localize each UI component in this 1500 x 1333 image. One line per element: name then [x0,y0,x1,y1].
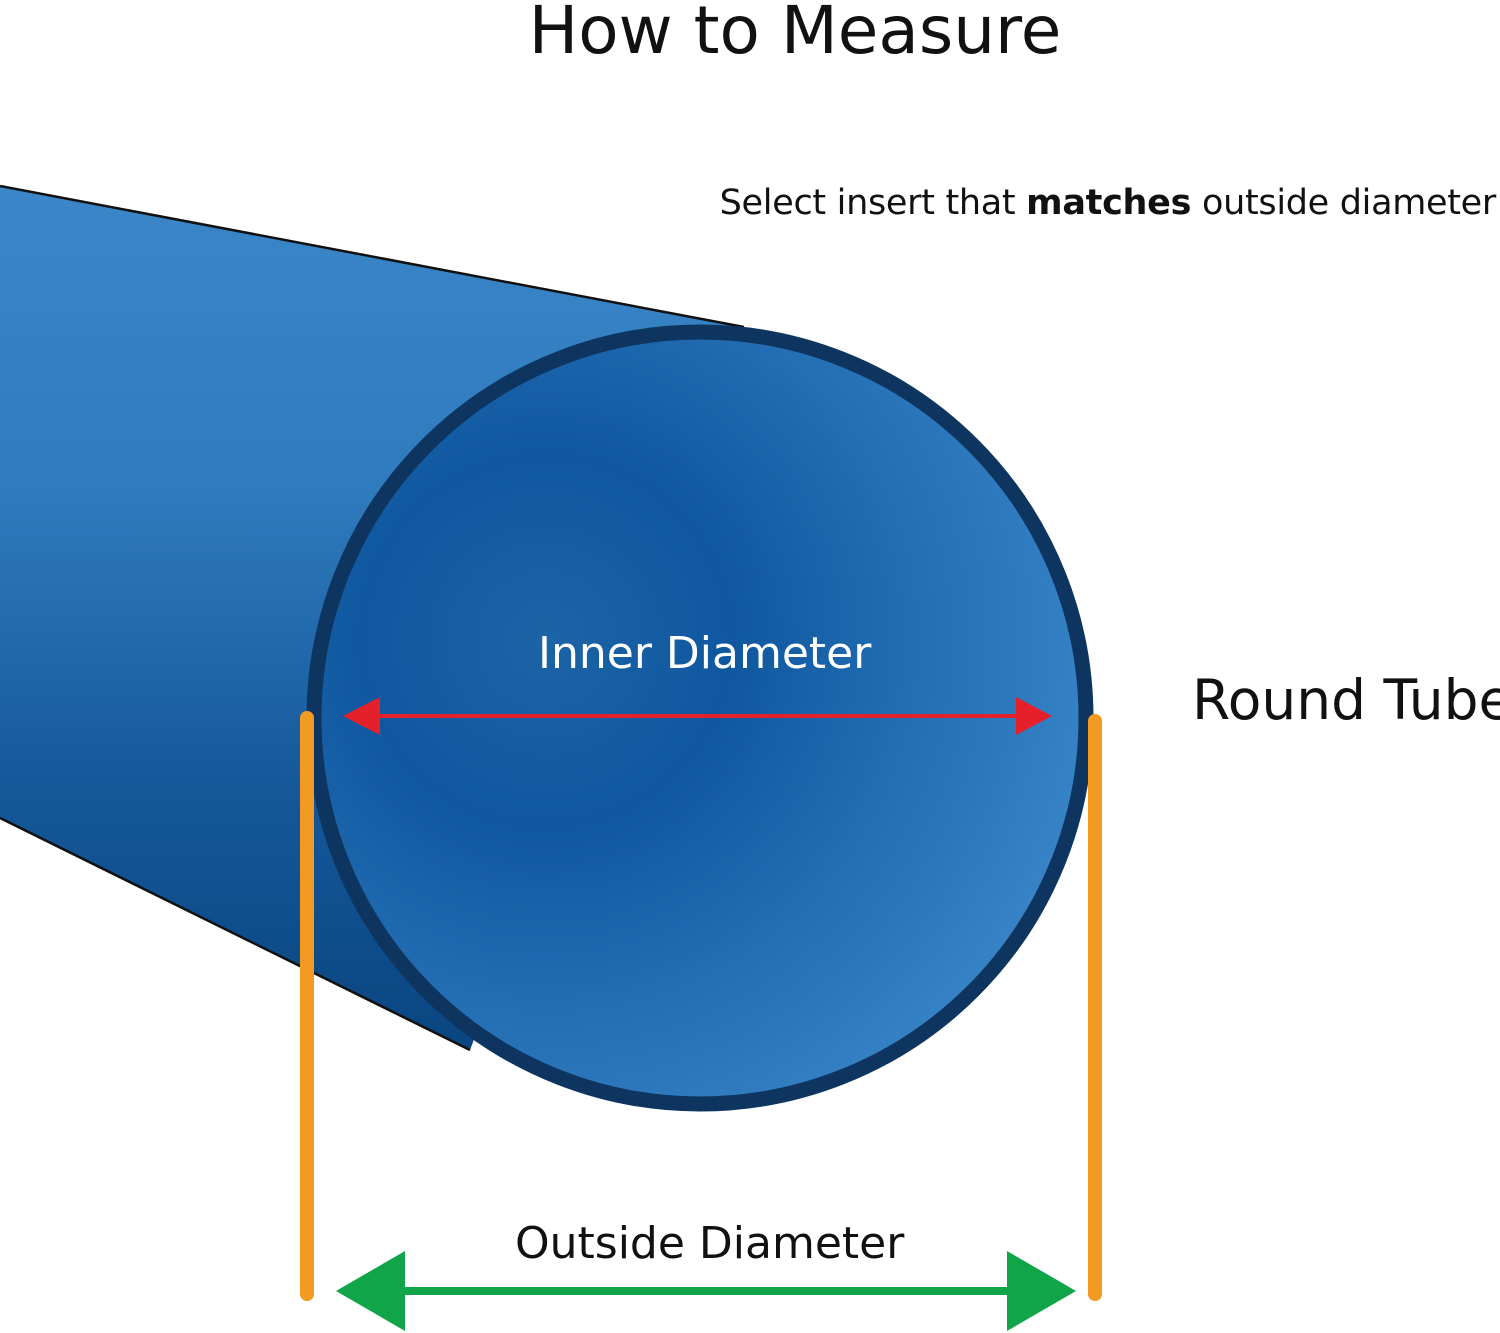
tube-top-edge [0,184,745,329]
inner-arrowhead-left [343,697,380,735]
outside-diameter-label: Outside Diameter [515,1218,905,1269]
instruction-prefix: Select insert that [719,183,1016,223]
outside-arrowhead-left [336,1251,405,1331]
outside-diameter-arrow [336,1251,1076,1331]
instruction-suffix: outside diameter [1201,183,1496,223]
inner-arrowhead-right [1016,697,1052,735]
instruction-emphasis: matches [1026,183,1192,223]
inner-diameter-label: Inner Diameter [538,628,872,679]
shape-label: Round Tube [1192,668,1500,732]
tube-bottom-edge [0,816,471,1052]
page-title: How to Measure [528,0,1062,69]
instruction-text: Select insert that matches outside diame… [719,183,1497,223]
inner-diameter-arrow [343,697,1052,735]
outside-arrowhead-right [1007,1251,1076,1331]
